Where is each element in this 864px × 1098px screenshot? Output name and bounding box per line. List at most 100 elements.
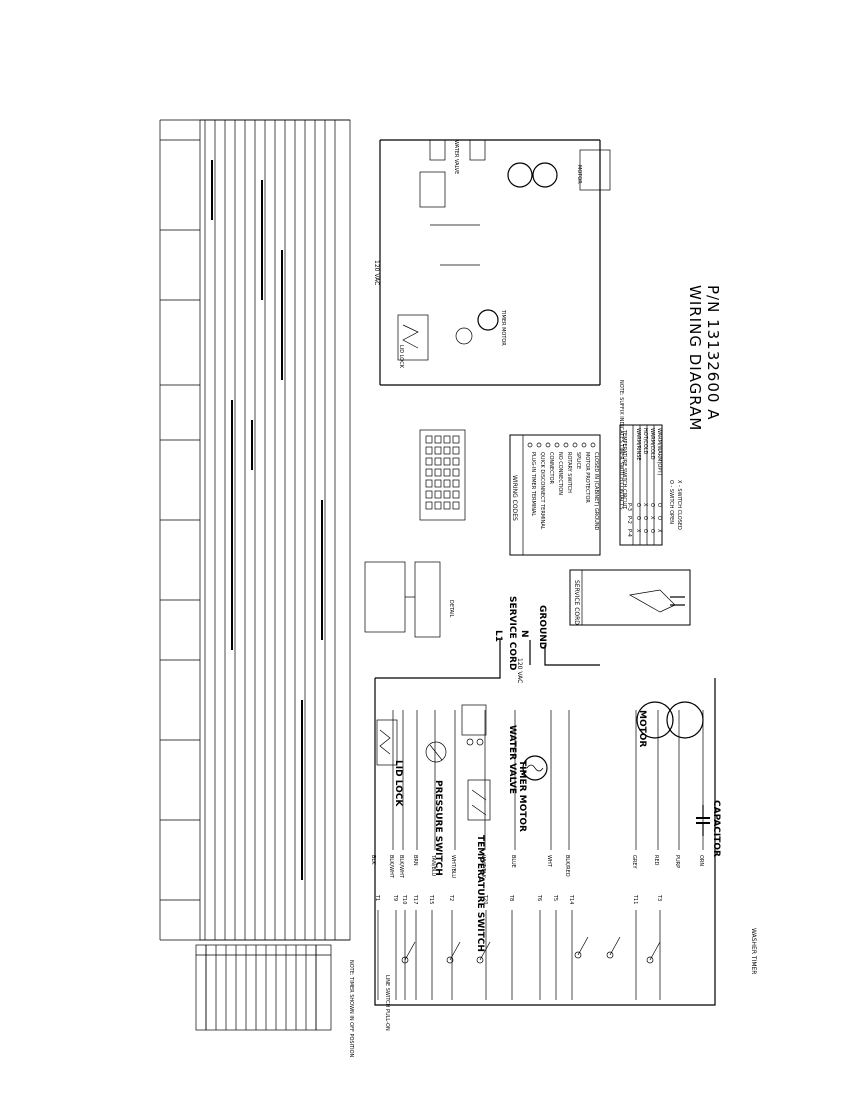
switch-blade bbox=[404, 941, 416, 961]
legend-symbol-icon bbox=[590, 442, 596, 448]
legend-title: WIRING CODES bbox=[511, 475, 518, 521]
supply-l1-label: L1 bbox=[493, 630, 503, 642]
plug-terminal bbox=[452, 435, 460, 444]
legend-symbol-icon bbox=[554, 442, 560, 448]
plug-terminal bbox=[443, 468, 451, 477]
legend-item: QUICK DISCONNECT TERMINAL bbox=[539, 452, 545, 530]
plug-terminal bbox=[452, 457, 460, 466]
motor-component: MOTOR bbox=[636, 701, 704, 747]
wire-color-label: GREY bbox=[631, 855, 637, 870]
ladder-motor-label: MOTOR bbox=[576, 165, 582, 184]
lid-lock-component: LID LOCK bbox=[376, 719, 403, 807]
wire-color-label: RED bbox=[653, 855, 659, 866]
terminal-label: T14 bbox=[568, 894, 574, 904]
temperature-switch-component: TEMPERATURE SWITCH bbox=[467, 779, 491, 952]
temperature-switch-label: TEMPERATURE SWITCH bbox=[475, 835, 485, 952]
legend-symbol-icon bbox=[545, 442, 551, 448]
temp-table-cell: X bbox=[649, 516, 655, 520]
timer-chart-legend-column: NOTE: TIMER SHOWN IN OFF POSITION bbox=[195, 944, 354, 1058]
switch-contact bbox=[401, 956, 409, 964]
switch-contact bbox=[446, 956, 454, 964]
temp-table-cell: O bbox=[649, 529, 655, 533]
plug-terminal bbox=[434, 446, 442, 455]
plug-terminal bbox=[452, 468, 460, 477]
temp-table-cell: O bbox=[642, 516, 648, 520]
switch-blade bbox=[479, 941, 491, 961]
capacitor-component: CAPACITOR bbox=[696, 800, 721, 857]
temp-table-cell: O bbox=[635, 503, 641, 507]
terminal-label: T10 bbox=[401, 894, 407, 904]
plug-terminal bbox=[443, 479, 451, 488]
timer-sequence-chart bbox=[159, 119, 351, 941]
plug-terminal bbox=[425, 435, 433, 444]
timer-plug-view bbox=[419, 429, 466, 521]
legend-item: MOTOR PROTECTOR bbox=[584, 452, 590, 503]
plug-terminal bbox=[452, 479, 460, 488]
wire-color-label: BLK bbox=[370, 855, 376, 865]
wire-color-label: WHT/BLK bbox=[480, 855, 486, 879]
motor-label: MOTOR bbox=[637, 710, 647, 747]
terminal-label: T8 bbox=[508, 894, 514, 901]
temp-table-header: P-3 bbox=[626, 503, 632, 511]
plug-terminal bbox=[443, 490, 451, 499]
terminal-label: T3 bbox=[656, 894, 662, 901]
service-cord-label: SERVICE CORD bbox=[507, 596, 517, 670]
switch-blade bbox=[649, 941, 661, 961]
wire-color-label: BLUE bbox=[510, 855, 516, 868]
wire-color-label: BLK/WHT bbox=[398, 855, 404, 879]
plug-terminal bbox=[434, 457, 442, 466]
supply-section: L1 N SERVICE CORD GROUND 120 VAC bbox=[493, 596, 600, 683]
title-block: WIRING DIAGRAM P/N 13132600 A bbox=[686, 285, 722, 431]
legend-symbol-icon bbox=[572, 442, 578, 448]
plug-terminal bbox=[425, 490, 433, 499]
terminal-label: T6 bbox=[536, 894, 542, 901]
ladder-voltage-label: 120 VAC bbox=[373, 260, 380, 285]
water-valve-component: WATER VALVE bbox=[461, 704, 517, 794]
terminal-label: T11 bbox=[632, 894, 638, 904]
timer-motor-label: TIMER MOTOR bbox=[517, 760, 527, 832]
plug-terminal bbox=[443, 501, 451, 510]
timer-motor-component: TIMER MOTOR bbox=[517, 755, 548, 832]
ground-label: GROUND bbox=[537, 605, 547, 649]
plug-terminal bbox=[434, 501, 442, 510]
terminal-label: T2 bbox=[448, 894, 454, 901]
plug-terminal bbox=[425, 501, 433, 510]
switch-contact bbox=[646, 956, 654, 964]
washer-timer-label: WASHER TIMER bbox=[750, 928, 757, 974]
legend-item: CONNECTOR bbox=[548, 452, 554, 485]
wire-color-label: ORN bbox=[698, 855, 704, 866]
service-cord-box-title: SERVICE CORD bbox=[573, 580, 580, 625]
temp-table-cell: WARM/WARM(OPT) bbox=[656, 428, 662, 475]
plug-terminal bbox=[434, 468, 442, 477]
plug-terminal bbox=[443, 435, 451, 444]
temp-table-cell: X bbox=[656, 529, 662, 533]
temp-table-title: TEMPERATURE SWITCH CIRCUIT bbox=[621, 429, 627, 510]
line-switch-label: LINE SWITCH PULL-ON bbox=[384, 975, 390, 1031]
supply-voltage-label: 120 VAC bbox=[516, 658, 523, 683]
terminal-label: T20 bbox=[482, 894, 488, 904]
timer-chart-note: NOTE: TIMER SHOWN IN OFF POSITION bbox=[348, 960, 354, 1058]
legend-item: SPLICE bbox=[575, 452, 581, 469]
legend-item: ROTARY SWITCH bbox=[566, 452, 572, 493]
diagram-part-number: P/N 13132600 A bbox=[704, 285, 722, 420]
terminal-label: T5 bbox=[552, 894, 558, 901]
temp-table-header: P-4 bbox=[626, 529, 632, 537]
ladder-timer-motor-label: TIMER MOTOR bbox=[500, 309, 506, 346]
ladder-note: NOTE: SUFFIX INDICATES TIMER SWITCH CONT… bbox=[618, 380, 624, 509]
legend-item: PLUG-IN TIMER TERMINAL bbox=[530, 452, 536, 516]
wire-color-label: TAN/BLU bbox=[430, 854, 436, 876]
temp-table-cell: O bbox=[656, 503, 662, 507]
wire-color-label: WHT bbox=[546, 855, 552, 868]
pressure-switch-component: PRESSURE SWITCH bbox=[425, 741, 447, 876]
capacitor-label: CAPACITOR bbox=[711, 800, 721, 857]
service-cord-box: SERVICE CORD bbox=[569, 569, 691, 626]
timing-detail-block: DETAIL bbox=[364, 561, 454, 638]
legend-symbol-icon bbox=[563, 442, 569, 448]
switch-blade bbox=[449, 941, 461, 961]
diagram-title: WIRING DIAGRAM bbox=[686, 285, 704, 431]
temp-table-header: P-2 bbox=[626, 516, 632, 524]
timing-detail-note: DETAIL bbox=[448, 600, 454, 618]
ladder-schematic: 120 VAC LID LOCK TIMER MOTOR MOTOR WATER… bbox=[373, 139, 624, 509]
